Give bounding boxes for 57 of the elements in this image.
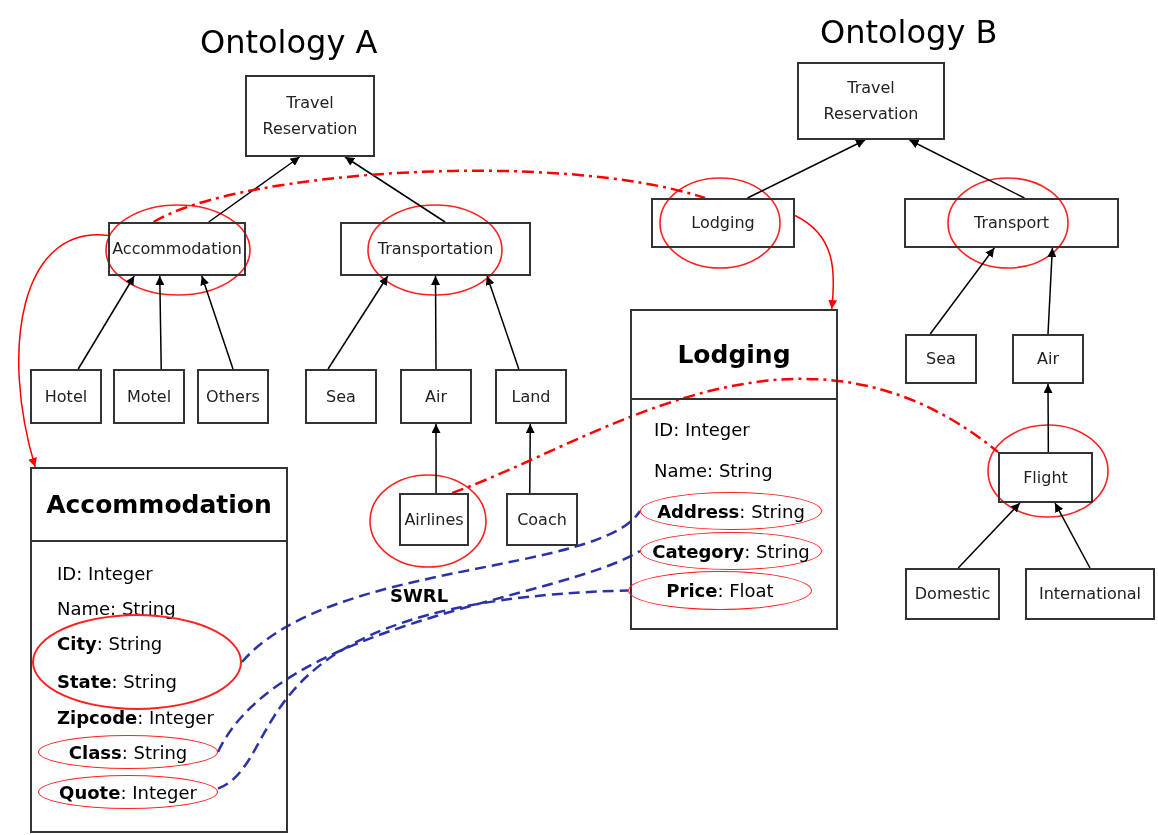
concept-box: Flight: [998, 452, 1093, 503]
arrow: [18, 234, 109, 468]
attribute-text: ID: Integer: [45, 557, 230, 589]
concept-box: Sea: [905, 334, 977, 384]
concept-box: Transport: [904, 198, 1119, 248]
concept-box: Land: [495, 369, 567, 424]
attribute-text: State: String: [45, 665, 230, 697]
mapping-line: [241, 510, 641, 663]
concept-box: Travel Reservation: [245, 75, 375, 157]
arrow: [525, 423, 535, 494]
concept-box: Sea: [305, 369, 377, 424]
arrow: [485, 275, 520, 370]
concept-box: Airlines: [399, 493, 469, 546]
arrow: [77, 275, 135, 370]
concept-box: Domestic: [905, 568, 1000, 620]
class-header: Accommodation: [32, 469, 286, 542]
mapping-line: [216, 549, 641, 753]
concept-box: Air: [1012, 334, 1084, 384]
mapping-label: SWRL: [390, 584, 449, 608]
attribute-text: City: String: [45, 627, 225, 659]
attribute-text: Zipcode: Integer: [45, 701, 245, 733]
arrow: [1047, 247, 1057, 335]
arrow: [746, 139, 866, 199]
concept-box: Hotel: [30, 369, 102, 424]
concept-box: Lodging: [651, 198, 795, 248]
arrow: [200, 275, 234, 370]
concept-box: Air: [400, 369, 472, 424]
concept-box: Accommodation: [108, 222, 246, 276]
arrow: [431, 275, 441, 370]
arrow: [208, 156, 301, 223]
attribute-text: ID: Integer: [642, 413, 822, 445]
arrow: [929, 247, 996, 335]
class-box: [630, 309, 838, 630]
concept-box: International: [1025, 568, 1155, 620]
arrow: [344, 156, 446, 223]
concept-box: Travel Reservation: [797, 62, 945, 140]
concept-box: Others: [197, 369, 269, 424]
concept-box: Transportation: [340, 222, 531, 276]
class-box: [30, 467, 288, 833]
arrow: [908, 139, 1026, 199]
attribute-text: Name: String: [642, 454, 822, 486]
arrow: [794, 214, 838, 310]
ontology-title: Ontology B: [820, 12, 998, 53]
ontology-title: Ontology A: [200, 22, 378, 63]
class-header: Lodging: [632, 311, 836, 400]
concept-box: Coach: [506, 493, 578, 546]
concept-box: Motel: [113, 369, 185, 424]
arrow: [431, 423, 441, 494]
arrow: [1054, 502, 1091, 569]
arrow: [957, 502, 1021, 569]
mapping-line: [451, 377, 999, 495]
arrow: [1043, 383, 1053, 453]
mapping-line: [153, 169, 706, 224]
attribute-text: Name: String: [45, 592, 230, 624]
arrow: [327, 275, 389, 370]
arrow: [155, 275, 165, 370]
mapping-line: [217, 589, 629, 790]
